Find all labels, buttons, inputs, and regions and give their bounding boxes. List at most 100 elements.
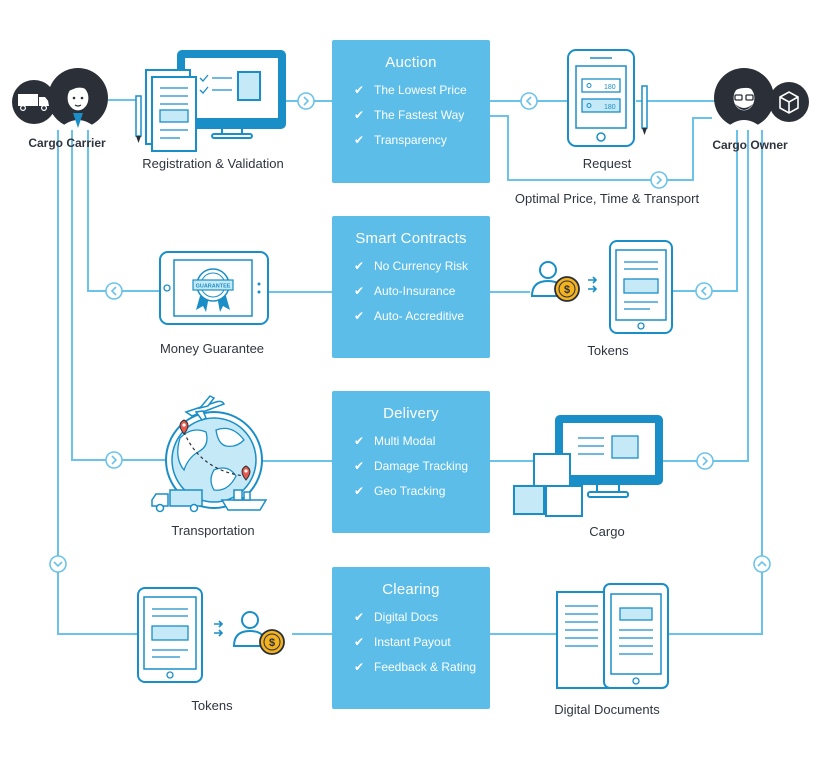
truck-icon <box>18 94 49 111</box>
cargo-label: Cargo <box>589 524 625 539</box>
digital-documents-label: Digital Documents <box>554 702 660 717</box>
optimal-price-label: Optimal Price, Time & Transport <box>514 191 700 206</box>
registration-validation-label: Registration & Validation <box>142 156 284 171</box>
benefit-text: Auto- Accreditive <box>374 309 465 323</box>
check-icon: ✔ <box>354 309 365 323</box>
request-phone-illustration: 180 180 <box>567 49 648 147</box>
double-arrow-icon <box>588 276 598 293</box>
cargo-carrier-avatar <box>12 68 108 128</box>
benefit-text: Instant Payout <box>374 635 451 649</box>
cargo-owner-label: Cargo Owner <box>712 138 788 152</box>
benefit-item: ✔Auto-Insurance <box>354 284 490 309</box>
flow-arrow <box>753 555 771 573</box>
check-icon: ✔ <box>354 83 365 97</box>
tokens-left-label: Tokens <box>191 698 233 713</box>
benefit-text: Geo Tracking <box>374 484 446 498</box>
stage-title: Delivery <box>383 405 439 422</box>
money-guarantee-illustration: GUARANTEE <box>159 251 269 325</box>
stage-benefits-list: ✔No Currency Risk ✔Auto-Insurance ✔Auto-… <box>332 259 490 334</box>
request-field: 180 <box>581 78 621 93</box>
transportation-illustration <box>151 395 268 513</box>
benefit-item: ✔No Currency Risk <box>354 259 490 284</box>
flow-arrow <box>695 282 713 300</box>
tokens-right-illustration: $ <box>530 240 673 334</box>
stage-panel-delivery: Delivery ✔ Multi Modal ✔Damage Tracking ✔… <box>332 391 490 533</box>
coin-icon: $ <box>259 629 285 655</box>
cargo-owner-avatar <box>714 68 809 128</box>
stage-benefits-list: ✔Digital Docs ✔ Instant Payout ✔Feedback … <box>332 610 490 685</box>
benefit-item: ✔ Transparency <box>354 133 490 158</box>
stage-title: Smart Contracts <box>355 230 467 247</box>
truck-icon <box>151 489 203 513</box>
check-icon: ✔ <box>354 434 365 448</box>
request-label: Request <box>582 156 632 171</box>
carrier-person-icon <box>60 79 96 128</box>
location-pin-icon <box>241 465 251 481</box>
box-icon <box>513 453 583 517</box>
flow-arrow <box>105 282 123 300</box>
guarantee-badge-text: GUARANTEE <box>196 284 231 290</box>
benefit-text: The Fastest Way <box>374 108 465 122</box>
cargo-carrier-label: Cargo Carrier <box>28 136 106 150</box>
flow-arrow <box>650 171 668 189</box>
benefit-text: Multi Modal <box>374 434 436 448</box>
benefit-text: Transparency <box>374 133 447 147</box>
stage-panel-clearing: Clearing ✔Digital Docs ✔ Instant Payout ✔… <box>332 567 490 709</box>
stage-panel-smart-contracts: Smart Contracts ✔No Currency Risk ✔Auto-… <box>332 216 490 358</box>
stage-title: Clearing <box>382 581 440 598</box>
connector-lines <box>57 99 763 635</box>
request-field-value: 180 <box>604 104 616 111</box>
money-guarantee-label: Money Guarantee <box>159 341 265 356</box>
user-icon <box>232 611 268 647</box>
benefit-item: ✔ Instant Payout <box>354 635 490 660</box>
benefit-item: ✔ The Lowest Price <box>354 83 490 108</box>
transportation-label: Transportation <box>171 523 255 538</box>
benefit-text: Auto-Insurance <box>374 284 456 298</box>
check-icon: ✔ <box>354 108 365 122</box>
digital-documents-illustration <box>556 583 669 689</box>
tokens-right-label: Tokens <box>587 343 629 358</box>
coin-icon: $ <box>554 276 580 302</box>
check-icon: ✔ <box>354 133 365 147</box>
check-icon: ✔ <box>354 484 365 498</box>
airplane-icon <box>184 395 226 421</box>
owner-person-icon <box>726 80 762 128</box>
stage-title: Auction <box>385 54 437 71</box>
flow-arrow <box>696 452 714 470</box>
stage-benefits-list: ✔ Multi Modal ✔Damage Tracking ✔ Geo Track… <box>332 434 490 509</box>
guarantee-seal-icon: GUARANTEE <box>192 268 234 312</box>
pen-icon <box>641 85 648 135</box>
ship-icon <box>220 489 268 511</box>
location-pin-icon <box>179 419 189 435</box>
double-arrow-icon <box>214 620 224 637</box>
coin-symbol: $ <box>564 284 570 296</box>
flow-arrow <box>297 92 315 110</box>
benefit-item: ✔ The Fastest Way <box>354 108 490 133</box>
stage-benefits-list: ✔ The Lowest Price ✔ The Fastest Way ✔ Tran… <box>332 83 490 158</box>
benefit-item: ✔Feedback & Rating <box>354 660 490 685</box>
benefit-item: ✔ Geo Tracking <box>354 484 490 509</box>
box-icon <box>779 91 799 114</box>
flow-arrow <box>520 92 538 110</box>
tokens-left-illustration: $ <box>137 587 285 683</box>
check-icon: ✔ <box>354 459 365 473</box>
check-icon: ✔ <box>354 259 365 273</box>
flow-arrow <box>105 451 123 469</box>
benefit-item: ✔Damage Tracking <box>354 459 490 484</box>
check-icon: ✔ <box>354 610 365 624</box>
request-field-value: 180 <box>604 84 616 91</box>
benefit-text: The Lowest Price <box>374 83 467 97</box>
flow-arrow <box>49 555 67 573</box>
registration-validation-illustration <box>135 50 286 152</box>
check-icon: ✔ <box>354 660 365 674</box>
benefit-item: ✔ Auto- Accreditive <box>354 309 490 334</box>
check-icon: ✔ <box>354 635 365 649</box>
cargo-illustration <box>513 415 663 517</box>
coin-symbol: $ <box>269 637 275 649</box>
stage-panel-auction: Auction ✔ The Lowest Price ✔ The Fastest W… <box>332 40 490 183</box>
request-field: 180 <box>581 98 621 113</box>
benefit-item: ✔ Multi Modal <box>354 434 490 459</box>
pen-icon <box>135 95 142 143</box>
benefit-item: ✔Digital Docs <box>354 610 490 635</box>
